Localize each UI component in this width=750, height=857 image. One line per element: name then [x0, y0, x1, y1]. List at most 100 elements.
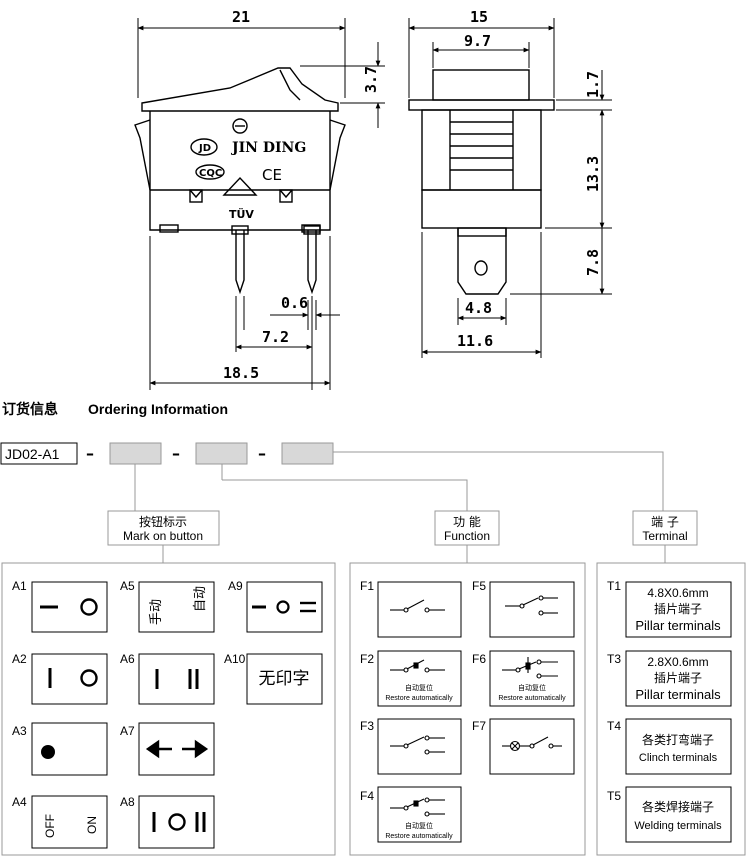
- function-f2-en: Restore automatically: [385, 695, 453, 702]
- function-f1-code: F1: [360, 579, 374, 593]
- mark-a2-code: A2: [12, 652, 27, 666]
- circle-symbol: [168, 813, 186, 831]
- cqc-logo-icon: [195, 164, 225, 180]
- connector-lines: [134, 451, 666, 563]
- mark-a4-box: [31, 795, 108, 849]
- function-f6-cn: 自动复位: [518, 683, 546, 692]
- terminal-t3-size: 2.8X0.6mm: [647, 655, 708, 669]
- front-dimension-lines: [137, 18, 385, 390]
- terminal-category-cn: 端 子: [651, 515, 679, 529]
- terminal-t1-size: 4.8X0.6mm: [647, 586, 708, 600]
- terminal-t5-en: Welding terminals: [634, 820, 722, 832]
- function-f4-cn: 自动复位: [405, 821, 433, 830]
- function-f5-box: [489, 581, 575, 638]
- function-f6-code: F6: [472, 652, 486, 666]
- dim-body-height: 13.3: [584, 156, 602, 192]
- mark-a2-box: [31, 653, 108, 705]
- terminal-category-box: [632, 510, 698, 546]
- side-flange: [408, 99, 555, 111]
- function-f2-box: [377, 650, 462, 707]
- dot-symbol: [41, 745, 55, 759]
- mark-code-slot: [109, 442, 162, 465]
- momentary-switch-icon: [390, 659, 445, 673]
- mark-a3-code: A3: [12, 724, 27, 738]
- dim-pin-spacing: 7.2: [262, 328, 289, 346]
- mark-a1-code: A1: [12, 579, 27, 593]
- dim-rocker-height: 3.7: [362, 66, 380, 93]
- terminal-t1-code: T1: [607, 579, 621, 593]
- function-f3-code: F3: [360, 719, 374, 733]
- mark-a4-off: OFF: [43, 814, 57, 838]
- side-dimension-lines: [408, 18, 612, 358]
- terminal-t4-en: Clinch terminals: [639, 752, 718, 764]
- terminal-t3-en: Pillar terminals: [635, 687, 721, 702]
- pin-right: [307, 230, 317, 295]
- separator-1: –: [86, 444, 94, 463]
- mark-a4-on: ON: [85, 816, 99, 834]
- ordering-title-en: Ordering Information: [88, 401, 228, 417]
- terminal-t1-cn: 插片端子: [654, 602, 702, 616]
- mark-category-cn: 按钮标示: [139, 514, 187, 529]
- tuv-text: TÜV: [229, 207, 254, 221]
- cqc-text: CQC: [199, 168, 222, 179]
- mark-a10-box: [246, 653, 323, 705]
- function-f5-code: F5: [472, 579, 486, 593]
- mark-a8-code: A8: [120, 795, 135, 809]
- terminal-t3-box: [625, 650, 732, 707]
- terminal-t5-cn: 各类焊接端子: [642, 799, 714, 814]
- pin-left: [235, 230, 245, 295]
- circle-symbol: [80, 598, 98, 616]
- side-cap: [432, 69, 530, 101]
- mark-a5-right: 自动: [193, 586, 208, 612]
- mark-a6-box: [138, 653, 215, 705]
- dim-front-width: 21: [232, 8, 250, 26]
- terminal-t1-en: Pillar terminals: [635, 618, 721, 633]
- housing-outline: [149, 111, 331, 231]
- dim-body-width: 18.5: [223, 364, 259, 382]
- function-f6-en: Restore automatically: [498, 695, 566, 702]
- dim-pin-thickness: 0.6: [281, 294, 308, 312]
- dim-terminal-width: 4.8: [465, 299, 492, 317]
- function-category-box: [434, 510, 500, 546]
- mark-category-box: [107, 510, 220, 546]
- tuv-triangle-icon: [222, 176, 258, 196]
- spdt-momentary-switch-icon: [390, 797, 445, 817]
- dim-base-width: 11.6: [457, 332, 493, 350]
- terminal-t5-box: [625, 786, 732, 843]
- model-code-box: [0, 442, 78, 465]
- separator-2: –: [172, 444, 180, 463]
- function-f6-box: [489, 650, 575, 707]
- mark-category-en: Mark on button: [123, 529, 203, 543]
- ce-mark: CE: [262, 166, 282, 184]
- side-view-drawing: [408, 69, 555, 295]
- model-code: JD02-A1: [5, 446, 60, 462]
- function-category-en: Function: [444, 529, 490, 543]
- mark-a7-code: A7: [120, 724, 135, 738]
- mark-a10-code: A10: [224, 652, 246, 666]
- checkbox-mark-left: [189, 189, 203, 203]
- terminal-t4-code: T4: [607, 719, 621, 733]
- terminal-t3-code: T3: [607, 652, 621, 666]
- mark-a9-code: A9: [228, 579, 243, 593]
- dim-terminal-length: 7.8: [584, 249, 602, 276]
- function-f4-en: Restore automatically: [385, 833, 453, 840]
- function-f4-box: [377, 786, 462, 843]
- circle-symbol: [276, 600, 290, 614]
- side-terminal: [457, 228, 507, 295]
- front-view-drawing: [134, 67, 346, 295]
- function-category-cn: 功 能: [453, 515, 481, 529]
- terminal-hole: [474, 260, 488, 276]
- function-f4-code: F4: [360, 789, 374, 803]
- terminal-t4-cn: 各类打弯端子: [642, 732, 714, 747]
- terminal-code-slot: [281, 442, 334, 465]
- jd-logo-icon: [190, 138, 218, 156]
- spdt-switch-icon: [390, 735, 445, 755]
- mark-a4-code: A4: [12, 795, 27, 809]
- dim-cap-width: 9.7: [464, 32, 491, 50]
- ordering-title-cn: 订货信息: [2, 401, 58, 418]
- mark-a6-code: A6: [120, 652, 135, 666]
- mark-a5-code: A5: [120, 579, 135, 593]
- terminal-t5-code: T5: [607, 789, 621, 803]
- separator-3: –: [258, 444, 266, 463]
